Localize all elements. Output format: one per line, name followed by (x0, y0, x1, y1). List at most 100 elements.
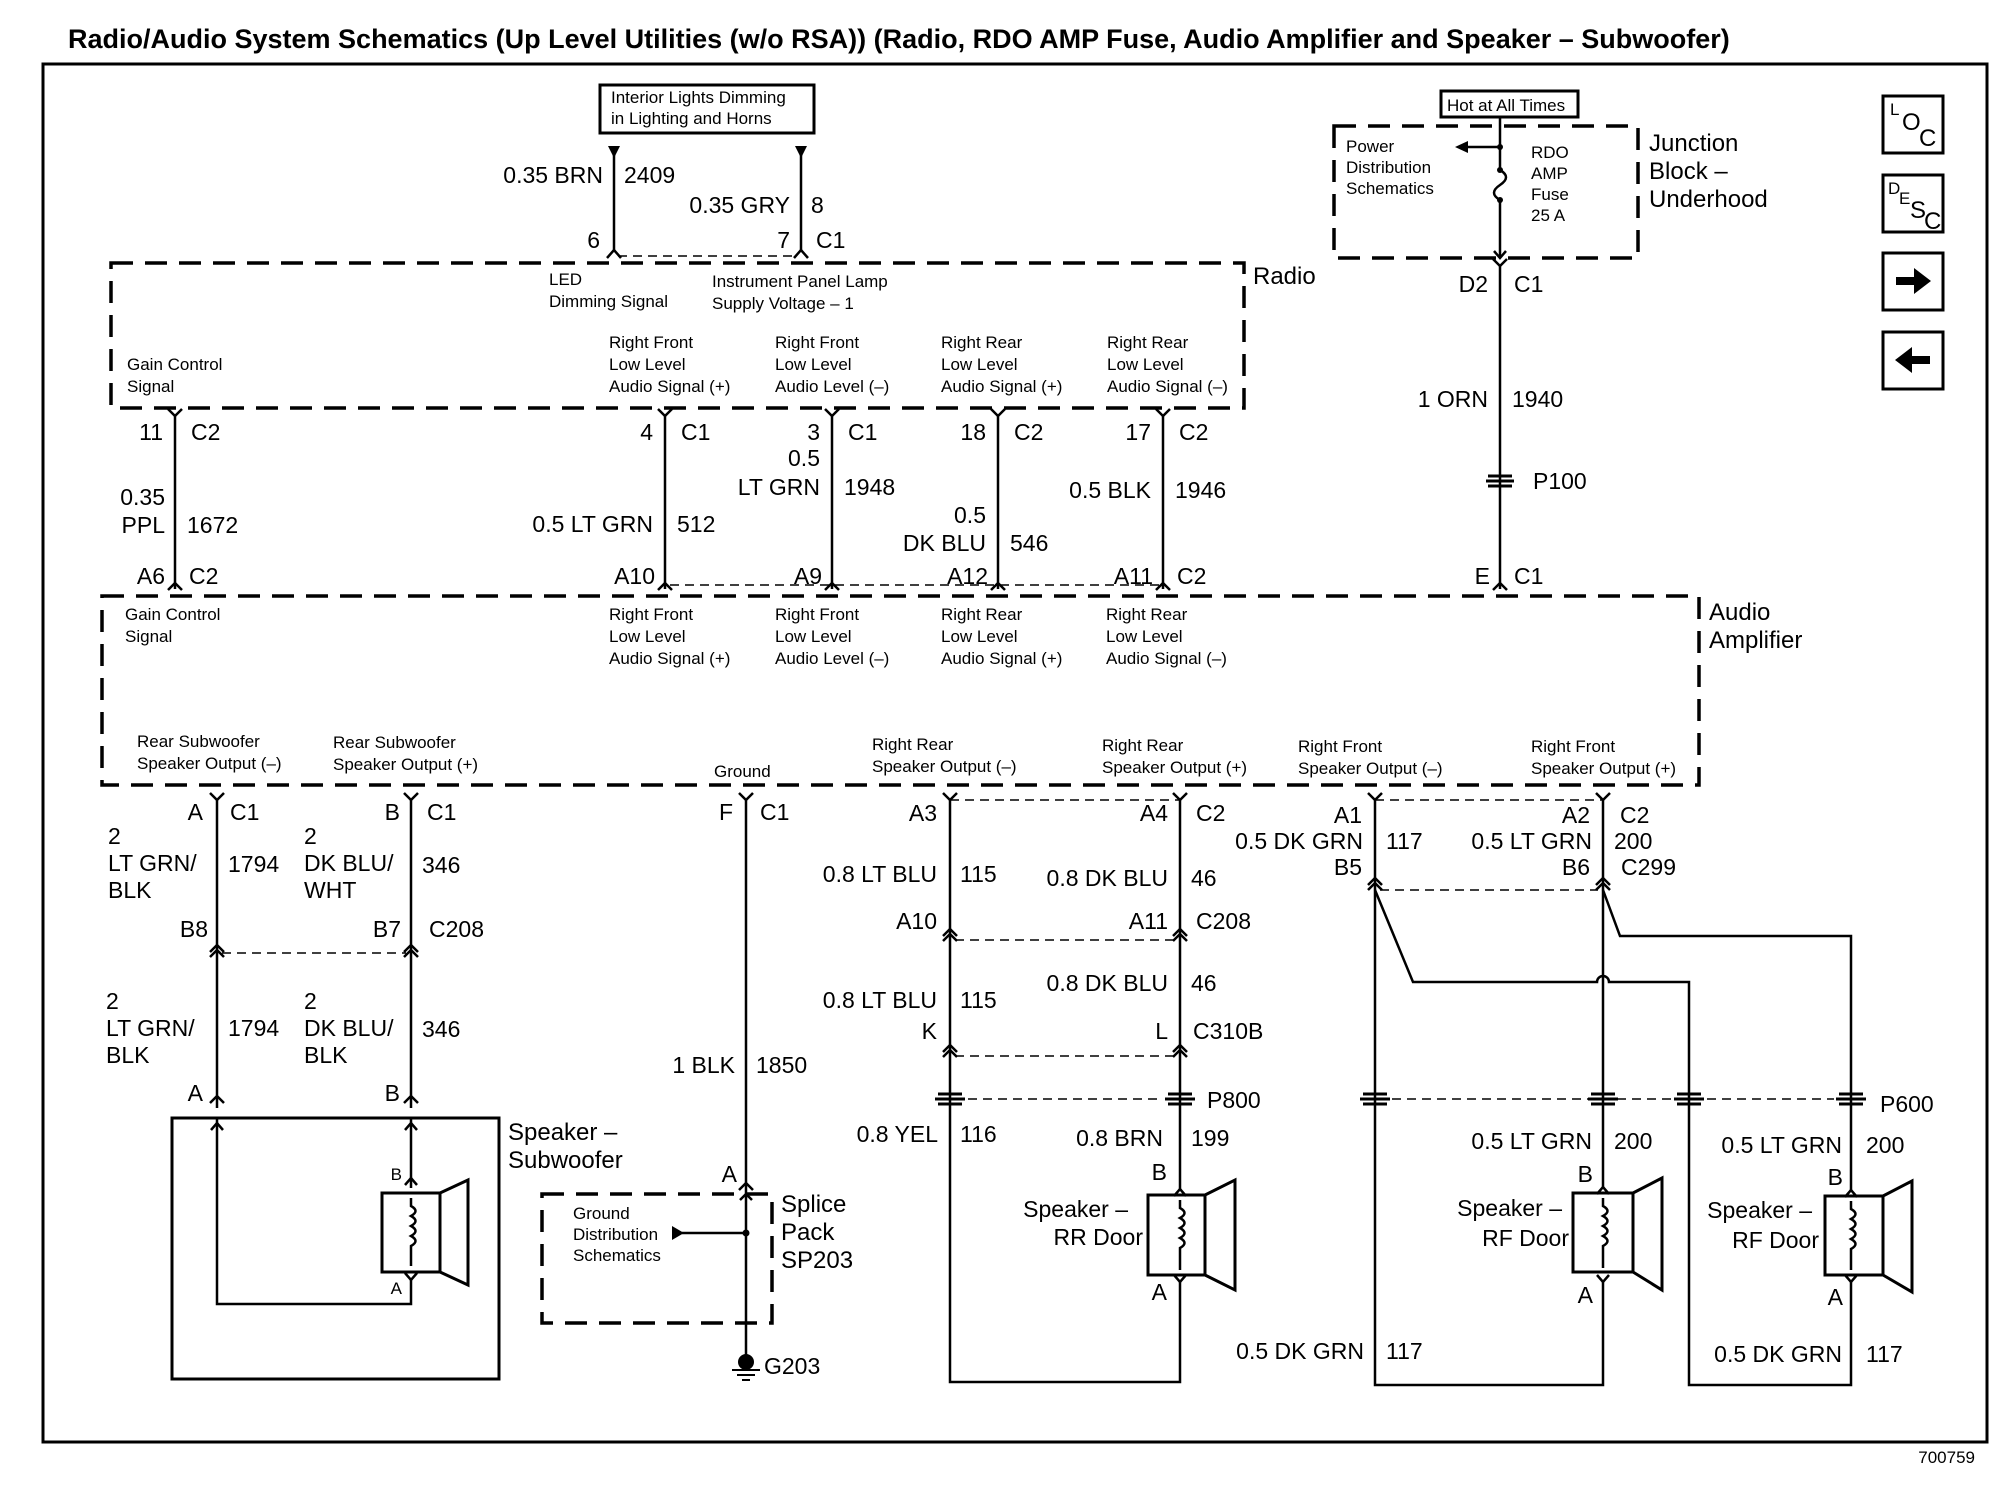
pin-label: A (1578, 1282, 1594, 1308)
component-name-rf-speaker: Speaker – (1707, 1197, 1812, 1223)
svg-text:C: C (1924, 208, 1941, 235)
pin-function-label: Audio Level (–) (775, 649, 889, 668)
arrow-icon (795, 146, 807, 158)
wire-color-label: DK BLU/ (304, 850, 394, 876)
pin-function-label: Signal (127, 377, 174, 396)
ground-distribution-reference[interactable]: Ground Distribution Schematics (573, 1204, 661, 1265)
component-name-rf-speaker: RF Door (1482, 1225, 1569, 1251)
wire-color-label: 0.8 DK BLU (1047, 865, 1168, 891)
connector-label: C1 (1514, 563, 1543, 589)
wire-1940 (1492, 258, 1508, 591)
pin-label: K (922, 1018, 938, 1044)
pin-function-label: Audio Level (–) (775, 377, 889, 396)
connector-label: C2 (1196, 800, 1225, 826)
pin-function-label: Instrument Panel Lamp (712, 272, 888, 291)
svg-text:E: E (1899, 189, 1910, 208)
pin-function-label: Rear Subwoofer (137, 732, 260, 751)
fuse-label: AMP (1531, 164, 1568, 183)
pin-label: B (1828, 1164, 1843, 1190)
wire-color-label: 0.8 YEL (857, 1121, 939, 1147)
pin-label: A (391, 1279, 403, 1298)
component-name: Block – (1649, 158, 1728, 185)
ground-circuit (540, 792, 774, 1381)
connector-label: C310B (1193, 1018, 1263, 1044)
pin-label: A10 (614, 563, 655, 589)
voice-coil-icon (1848, 1201, 1857, 1270)
wire-512 (657, 408, 673, 591)
wire-color-label: 0.5 LT GRN (1471, 828, 1592, 854)
svg-text:C: C (1919, 125, 1936, 152)
pin-function-label: Speaker Output (–) (1298, 759, 1443, 778)
wire-color-label: DK BLU/ (304, 1015, 394, 1041)
svg-text:in Lighting and Horns: in Lighting and Horns (611, 109, 772, 128)
pin-function-label: Low Level (1106, 627, 1183, 646)
wire-color-label: 0.35 (120, 484, 165, 510)
pin-label: L (1155, 1018, 1168, 1044)
circuit-number: 117 (1386, 828, 1423, 854)
pin-function-label: Right Rear (1107, 333, 1189, 352)
next-page-button[interactable] (1881, 251, 1945, 312)
circuit-number: 346 (422, 1016, 460, 1042)
power-distribution-reference[interactable]: Power Distribution Schematics (1346, 137, 1434, 198)
splice-dot (1497, 167, 1503, 173)
circuit-number: 1946 (1175, 477, 1226, 503)
desc-button[interactable]: D E S C (1881, 173, 1945, 235)
pin-label: 7 (777, 227, 790, 253)
hot-at-all-times-label: Hot at All Times (1447, 96, 1565, 115)
connector-label: C2 (1177, 563, 1206, 589)
wire-1948 (824, 408, 840, 591)
wire-color-label: 2 (304, 823, 317, 849)
svg-text:S: S (1910, 197, 1926, 224)
connector-label: C299 (1621, 854, 1676, 880)
p600-label: P600 (1880, 1091, 1934, 1117)
pin-function-label: Gain Control (125, 605, 220, 624)
svg-text:O: O (1902, 109, 1921, 136)
pin-function-label: Right Rear (872, 735, 954, 754)
right-arrow-icon (1896, 268, 1931, 294)
pin-function-label: Supply Voltage – 1 (712, 294, 854, 313)
wire-color-label: BLK (304, 1042, 348, 1068)
loc-button[interactable]: L O C (1881, 94, 1945, 155)
interior-lights-dimming-reference[interactable]: Interior Lights Dimming in Lighting and … (598, 83, 816, 135)
circuit-number: 116 (960, 1121, 997, 1147)
wire-color-label: 1 ORN (1418, 386, 1488, 412)
voice-coil-icon (408, 1198, 417, 1266)
fuse-label: 25 A (1531, 206, 1566, 225)
svg-text:Schematics: Schematics (573, 1246, 661, 1265)
circuit-number: 1940 (1512, 386, 1563, 412)
pin-function-label: Low Level (775, 627, 852, 646)
component-name: Underhood (1649, 186, 1768, 213)
hot-at-all-times-box (1439, 89, 1580, 119)
connector-label: C2 (1014, 419, 1043, 445)
connector-label: C2 (1620, 802, 1649, 828)
circuit-number: 117 (1386, 1338, 1423, 1364)
wire-color-label: 0.5 LT GRN (1471, 1128, 1592, 1154)
rf-speaker-circuit (1360, 792, 1914, 1387)
pin-function-label: Ground (714, 762, 771, 781)
circuit-number: 200 (1614, 1128, 1652, 1154)
pin-label: A11 (1129, 908, 1168, 934)
component-name-rr-speaker: Speaker – (1023, 1196, 1128, 1222)
connector-label: C208 (429, 916, 484, 942)
fuse-label: RDO (1531, 143, 1569, 162)
wire-color-label: 0.8 LT BLU (823, 987, 937, 1013)
wire-color-label: 0.35 BRN (503, 162, 603, 188)
connector-label: C1 (1514, 271, 1543, 297)
pin-label: B6 (1562, 854, 1590, 880)
pin-function-label: Right Rear (1102, 736, 1184, 755)
splice-pack-name: Splice (781, 1191, 846, 1218)
pin-label: F (719, 799, 733, 825)
circuit-number: 117 (1866, 1341, 1903, 1367)
svg-text:L: L (1890, 100, 1899, 119)
pin-label: B (385, 1080, 400, 1106)
subwoofer-circuit (170, 792, 501, 1381)
ground-label: G203 (764, 1353, 820, 1379)
splice-dot (1497, 197, 1503, 203)
prev-page-button[interactable] (1881, 330, 1945, 391)
connector-label: C1 (760, 799, 789, 825)
wire-color-label: 0.5 BLK (1069, 477, 1151, 503)
connector-label: C2 (191, 419, 220, 445)
svg-text:Distribution: Distribution (1346, 158, 1431, 177)
pin-function-label: Rear Subwoofer (333, 733, 456, 752)
pin-function-label: Right Front (775, 333, 859, 352)
